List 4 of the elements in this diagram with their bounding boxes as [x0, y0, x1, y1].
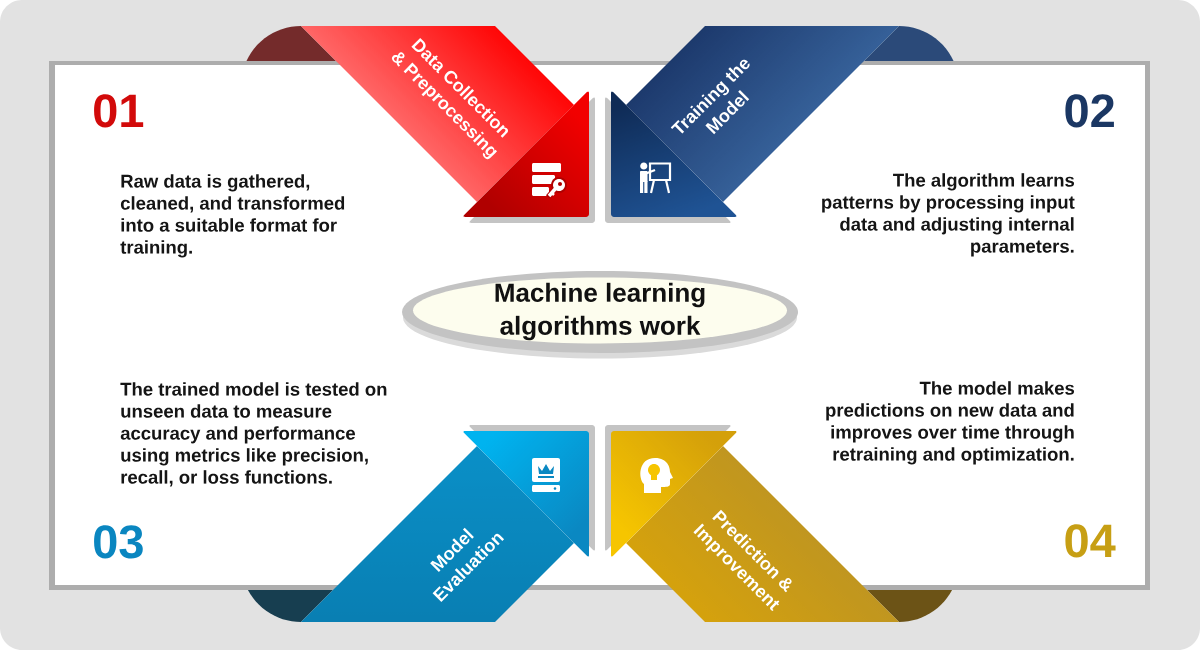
step-number: 01 [94, 94, 144, 128]
step-number: 04 [1065, 524, 1116, 558]
step-number: 02 [1065, 94, 1114, 128]
step-number: 03 [94, 525, 143, 559]
